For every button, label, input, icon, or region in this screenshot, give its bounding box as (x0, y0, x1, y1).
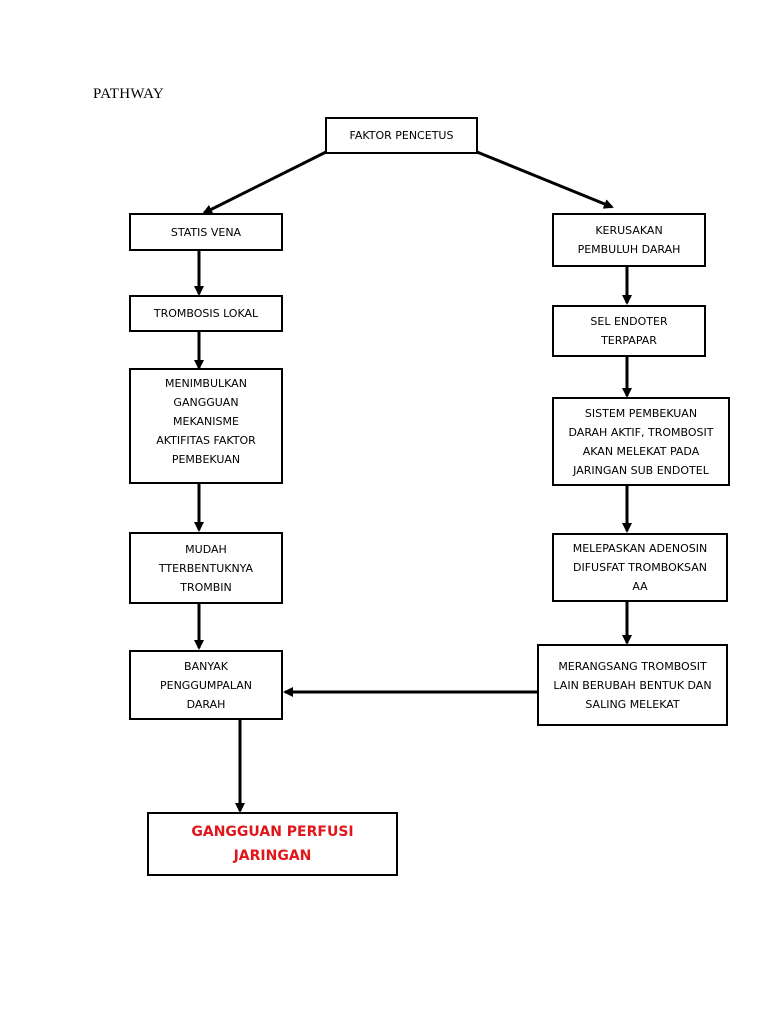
node-kerusakan-pembuluh: KERUSAKAN PEMBULUH DARAH (552, 213, 706, 267)
arrow-pencetus-to-kerusakan (476, 150, 614, 209)
node-gangguan-perfusi: GANGGUAN PERFUSI JARINGAN (147, 812, 398, 876)
node-trombosis-lokal: TROMBOSIS LOKAL (129, 295, 283, 332)
node-menimbulkan-gangguan: MENIMBULKAN GANGGUAN MEKANISME AKTIFITAS… (129, 368, 283, 484)
node-mudah-terbentuk: MUDAH TTERBENTUKNYA TROMBIN (129, 532, 283, 604)
node-banyak-penggumpalan: BANYAK PENGGUMPALAN DARAH (129, 650, 283, 720)
node-sel-endoter: SEL ENDOTER TERPAPAR (552, 305, 706, 357)
node-faktor-pencetus: FAKTOR PENCETUS (325, 117, 478, 154)
node-merangsang-trombosit: MERANGSANG TROMBOSIT LAIN BERUBAH BENTUK… (537, 644, 728, 726)
node-melepaskan-adenosin: MELEPASKAN ADENOSIN DIFUSFAT TROMBOKSAN … (552, 533, 728, 602)
arrow-pencetus-to-statis (202, 150, 327, 215)
page-title: PATHWAY (93, 86, 165, 102)
node-statis-vena: STATIS VENA (129, 213, 283, 251)
node-sistem-pembekuan: SISTEM PEMBEKUAN DARAH AKTIF, TROMBOSIT … (552, 397, 730, 486)
